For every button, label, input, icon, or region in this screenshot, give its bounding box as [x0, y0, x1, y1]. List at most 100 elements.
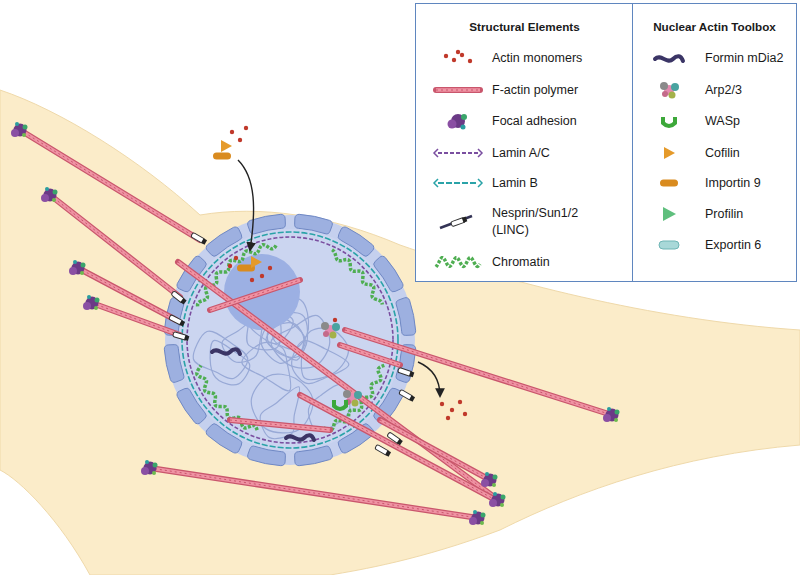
arp-subunit: [354, 391, 362, 399]
fiber-texture: [300, 395, 492, 498]
fiber-core: [436, 88, 480, 92]
fa-bit: [614, 418, 618, 422]
legend-item: Lamin B: [432, 169, 538, 197]
fa-bit: [95, 298, 100, 303]
lamin-ac-line: [438, 152, 478, 154]
import-arrow: [238, 160, 254, 250]
linc-complex: [451, 217, 468, 227]
legend-item: Chromatin: [432, 248, 550, 276]
fa-bit: [481, 513, 486, 518]
focal-adhesion: [469, 510, 486, 525]
fiber-core: [20, 130, 200, 240]
actin-fiber: [230, 420, 330, 430]
fiber-core: [150, 468, 478, 518]
chromatin-loop: [260, 387, 300, 439]
fa-lobe: [69, 267, 77, 275]
exportin-6: [659, 241, 679, 249]
fa-lobe: [141, 467, 149, 475]
actin-monomer: [260, 274, 264, 278]
fiber-edge: [300, 395, 492, 498]
fiber-core: [78, 268, 176, 320]
fiber-texture: [92, 303, 180, 335]
linc-rod: [440, 216, 472, 228]
export-arrow: [418, 362, 440, 396]
actin-fiber: [150, 468, 478, 518]
fa-bit: [45, 187, 49, 191]
linc-end: [409, 371, 414, 377]
fiber-texture: [20, 130, 200, 240]
fiber-core: [340, 345, 400, 365]
arp-subunit: [332, 323, 340, 331]
fa-bit: [152, 471, 156, 475]
fa-lobe: [41, 194, 49, 202]
fa-bit: [492, 483, 496, 487]
actin-monomer: [230, 130, 234, 134]
actin-monomer: [463, 412, 467, 416]
arp-subunit: [321, 322, 329, 330]
actin-fiber: [340, 345, 400, 365]
fa-bit: [81, 263, 86, 268]
linc-complex: [169, 315, 185, 327]
linc-end: [184, 335, 189, 341]
linc-end: [385, 450, 391, 456]
fa-bit: [615, 410, 620, 415]
linc-end: [397, 439, 403, 445]
focal-adhesion: [41, 187, 58, 202]
legend-icon: [645, 233, 697, 257]
fiber-core: [210, 280, 300, 310]
arp-subunit: [671, 83, 679, 91]
actin-monomer: [456, 50, 460, 54]
fa-lobe: [603, 414, 611, 422]
legend-text: Lamin B: [492, 175, 538, 192]
arp-subunit: [343, 390, 351, 398]
linc-complex: [375, 444, 391, 456]
legend-text: Lamin A/C: [492, 145, 550, 162]
fa-bit: [87, 295, 91, 299]
fiber-edge: [340, 345, 400, 365]
actin-monomer: [444, 54, 448, 58]
legend-icon: [432, 210, 484, 234]
fa-bit: [53, 190, 58, 195]
fa-bit: [15, 122, 19, 126]
formin-mdia2: [286, 435, 314, 440]
wasp: [334, 400, 346, 409]
actin-fiber: [300, 395, 492, 498]
fiber-texture: [436, 90, 480, 91]
legend-heading: Structural Elements: [416, 4, 633, 33]
fa-bit: [153, 463, 158, 468]
fa-lobe: [11, 129, 19, 137]
fiber-core: [92, 303, 180, 335]
legend-icon: [645, 171, 697, 195]
linc-complex: [171, 291, 187, 305]
arp-subunit: [352, 400, 359, 407]
fiber-edge: [50, 195, 180, 297]
actin-fibers: [20, 130, 612, 518]
legend-item: Formin mDia2: [645, 44, 784, 72]
focal-adhesion: [448, 114, 468, 130]
fa-lobe: [83, 302, 91, 310]
fiber-texture: [230, 420, 330, 430]
lamin-b-ring: [182, 232, 398, 448]
arp23-complex: [321, 322, 340, 339]
fa-bit: [94, 306, 98, 310]
legend-panel: Structural Elements: [415, 3, 634, 282]
lamin-b-line: [438, 182, 478, 184]
linc-complex: [191, 232, 207, 244]
legend-icon: [432, 171, 484, 195]
fiber-core: [230, 420, 330, 430]
fiber-edge: [150, 468, 478, 518]
formin-mdia2: [655, 56, 683, 61]
actin-fiber: [345, 330, 612, 415]
fiber-texture: [345, 330, 612, 415]
legend-heading: Nuclear Actin Toolbox: [633, 4, 796, 33]
linc-complex: [399, 389, 415, 401]
chromatin-loop: [193, 331, 248, 379]
legend-item: Profilin: [645, 200, 743, 228]
fa-bit: [52, 198, 56, 202]
actin-monomer: [446, 416, 450, 420]
profilin: [663, 207, 676, 221]
fa-bit: [493, 492, 497, 496]
actin-monomer: [450, 408, 454, 412]
legend-item: Exportin 6: [645, 231, 761, 259]
fa-bit: [145, 460, 149, 464]
